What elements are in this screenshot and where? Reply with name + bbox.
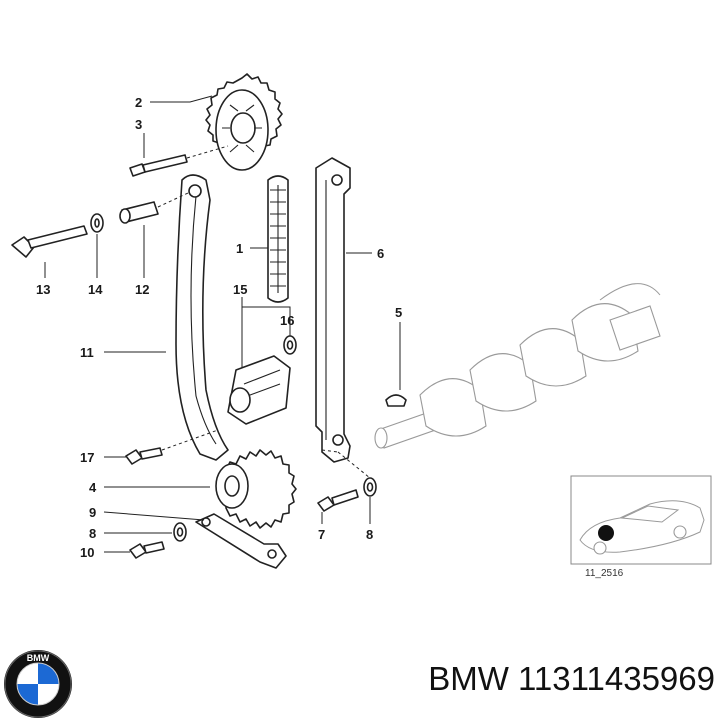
vehicle-locator-inset: 11_2516 bbox=[570, 475, 712, 579]
rail-pivot-bolt bbox=[11, 225, 88, 258]
rail-washer bbox=[90, 213, 104, 233]
callout-12: 12 bbox=[135, 282, 149, 297]
guide-bracket bbox=[195, 513, 287, 569]
callout-3: 3 bbox=[135, 117, 142, 132]
callout-2: 2 bbox=[135, 95, 142, 110]
callout-11: 11 bbox=[80, 345, 94, 360]
crankshaft-sprocket bbox=[215, 449, 297, 529]
sprocket-bolt bbox=[129, 145, 229, 177]
rail-bushing bbox=[119, 192, 189, 224]
chain-tensioner bbox=[227, 355, 291, 425]
inset-ref-code: 11_2516 bbox=[585, 568, 624, 579]
callout-17: 17 bbox=[80, 450, 94, 465]
callout-15: 15 bbox=[233, 282, 247, 297]
tensioner-rail-bolt bbox=[125, 429, 219, 465]
callout-9: 9 bbox=[89, 505, 96, 520]
callout-6: 6 bbox=[377, 246, 384, 261]
guide-rail bbox=[315, 157, 351, 463]
callout-10: 10 bbox=[80, 545, 94, 560]
timing-chain bbox=[267, 175, 289, 303]
camshaft-sprocket bbox=[205, 73, 283, 171]
bmw-logo: BMW bbox=[4, 650, 72, 718]
callout-5: 5 bbox=[395, 305, 402, 320]
tensioner-seal-ring bbox=[283, 335, 297, 355]
tensioner-rail bbox=[175, 174, 229, 461]
guide-rail-bolt bbox=[317, 489, 359, 512]
callout-14: 14 bbox=[88, 282, 103, 297]
callout-13: 13 bbox=[36, 282, 50, 297]
bracket-washer bbox=[173, 522, 187, 542]
crankshaft-ghost bbox=[374, 283, 661, 449]
woodruff-key bbox=[385, 394, 407, 407]
guide-rail-washer bbox=[321, 449, 377, 497]
callout-7: 7 bbox=[318, 527, 325, 542]
bracket-bolt bbox=[129, 541, 165, 559]
callout-8-left: 8 bbox=[89, 526, 96, 541]
part-number-caption: BMW 11311435969 bbox=[428, 660, 715, 697]
callout-16: 16 bbox=[280, 313, 294, 328]
callout-labels: 2 3 1 6 13 14 12 15 16 5 11 17 4 9 8 10 … bbox=[36, 95, 402, 560]
callout-4: 4 bbox=[89, 480, 97, 495]
bmw-logo-letters: BMW bbox=[27, 653, 50, 663]
callout-1: 1 bbox=[236, 241, 243, 256]
leader-lines bbox=[44, 95, 401, 553]
callout-8-right: 8 bbox=[366, 527, 373, 542]
